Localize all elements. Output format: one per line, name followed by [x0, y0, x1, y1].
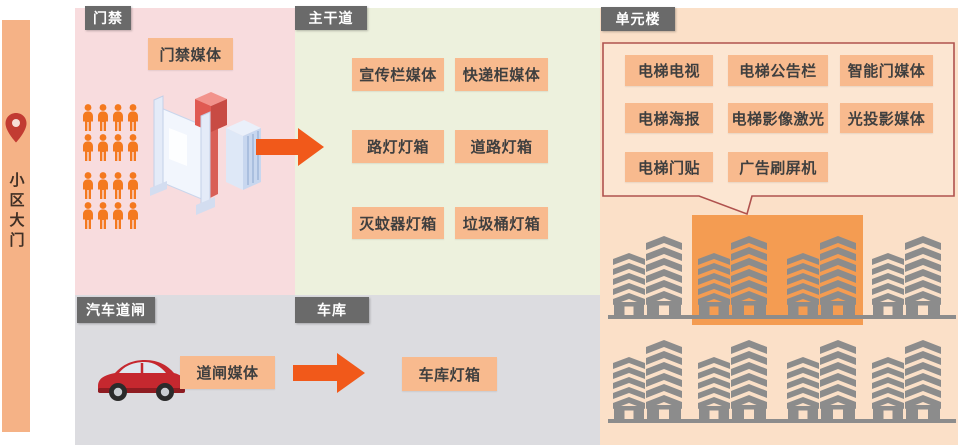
label-main-road-item: 垃圾桶灯箱: [455, 207, 548, 239]
crowd-people-icons: [83, 104, 138, 229]
label-main-road-item: 路灯灯箱: [352, 130, 444, 163]
car-illustration: [98, 360, 185, 401]
label-unit-item: 广告刷屏机: [728, 152, 828, 182]
header-car-barrier: 汽车道闸: [77, 297, 155, 323]
label-garage-lightbox: 车库灯箱: [402, 357, 497, 391]
label-barrier-media: 道闸媒体: [180, 356, 275, 389]
header-garage: 车库: [295, 297, 369, 323]
buildings-illustration: [608, 215, 956, 423]
flow-arrow-barrier-to-garage-icon: [293, 353, 365, 393]
header-access-control: 门禁: [85, 6, 131, 30]
header-main-road: 主干道: [295, 6, 367, 30]
flow-arrow-access-to-road-icon: [256, 128, 324, 166]
sidebar-label: 小区大门: [7, 172, 25, 252]
label-main-road-item: 宣传栏媒体: [352, 58, 444, 91]
label-access-media: 门禁媒体: [148, 38, 233, 70]
label-unit-item: 智能门媒体: [840, 55, 933, 86]
section-main-road: [295, 8, 600, 295]
label-unit-item: 电梯海报: [625, 103, 713, 133]
community-gate-sidebar: 小区大门: [2, 20, 30, 432]
label-main-road-item: 灭蚊器灯箱: [352, 207, 444, 239]
label-main-road-item: 道路灯箱: [455, 130, 548, 163]
label-unit-item: 电梯门贴: [625, 152, 713, 182]
label-unit-item: 光投影媒体: [840, 103, 933, 133]
label-unit-item: 电梯公告栏: [728, 55, 828, 86]
access-gate-illustration: [150, 92, 261, 215]
label-main-road-item: 快递柜媒体: [455, 58, 548, 91]
location-pin-icon: [5, 113, 27, 143]
label-unit-item: 电梯电视: [625, 55, 713, 86]
header-unit-building: 单元楼: [601, 7, 675, 31]
label-unit-item: 电梯影像激光: [728, 103, 828, 133]
